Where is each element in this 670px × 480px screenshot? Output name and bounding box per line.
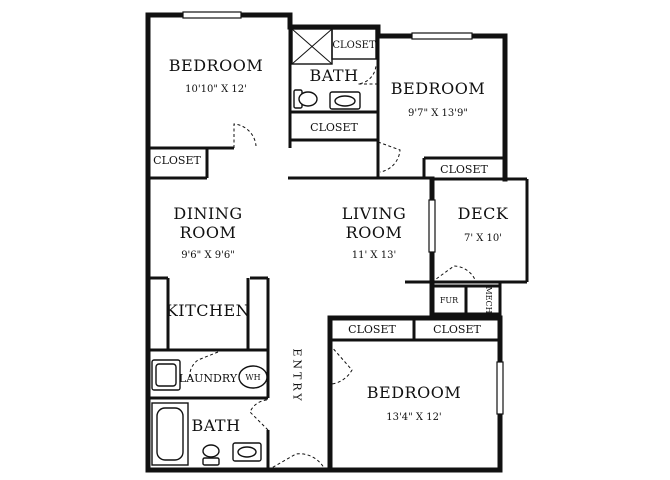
deck-dim: 7' X 10' bbox=[464, 233, 502, 244]
door-swings bbox=[189, 63, 477, 471]
window-bottom-bedroom bbox=[496, 361, 504, 415]
bath-bottom-name: BATH bbox=[191, 416, 240, 435]
window-top-right bbox=[411, 32, 473, 40]
door-swing-bath-top bbox=[357, 63, 378, 85]
living-dim: 11' X 13' bbox=[352, 250, 396, 261]
door-swing-bedroom-bottom bbox=[329, 344, 353, 385]
sink-top bbox=[329, 91, 361, 110]
closet-label-bottom-left: CLOSET bbox=[348, 323, 396, 336]
living-name-line1: LIVING bbox=[342, 204, 407, 223]
entry-label: ENTRY bbox=[291, 348, 304, 403]
toilet-top bbox=[293, 89, 318, 109]
windows bbox=[182, 11, 504, 415]
mech-label: MECH bbox=[484, 286, 493, 313]
bath-top-name: BATH bbox=[309, 66, 358, 85]
living-name-line2: ROOM bbox=[346, 223, 403, 242]
door-swing-bedroom-tr bbox=[377, 141, 401, 173]
door-swing-deck bbox=[431, 265, 477, 283]
water-heater-label: WH bbox=[245, 373, 260, 382]
closet-label-left: CLOSET bbox=[153, 154, 201, 167]
door-swing-entry bbox=[267, 453, 325, 471]
dining-name-line1: DINING bbox=[173, 204, 242, 223]
sink-bottom bbox=[232, 442, 262, 462]
closet-label-right-bedroom: CLOSET bbox=[440, 163, 488, 176]
window-living bbox=[428, 199, 436, 253]
bedroom-bottom-dim: 13'4" X 12' bbox=[386, 412, 441, 423]
laundry-name: LAUNDRY bbox=[179, 372, 238, 385]
door-swing-bedroom-tl bbox=[233, 123, 257, 148]
bedroom-top-right-dim: 9'7" X 13'9" bbox=[408, 108, 468, 119]
furnace-label: FUR bbox=[440, 296, 459, 305]
deck-name: DECK bbox=[458, 204, 509, 223]
shower-fixture bbox=[291, 28, 333, 65]
closet-label-hall: CLOSET bbox=[310, 121, 358, 134]
kitchen-name: KITCHEN bbox=[166, 301, 250, 320]
interior-walls bbox=[148, 15, 529, 470]
toilet-bottom bbox=[202, 444, 220, 466]
bathtub bbox=[151, 402, 189, 466]
bedroom-bottom-name: BEDROOM bbox=[367, 383, 461, 402]
bedroom-top-right-name: BEDROOM bbox=[391, 79, 485, 98]
bedroom-top-left-dim: 10'10" X 12' bbox=[185, 84, 247, 95]
bedroom-top-left-name: BEDROOM bbox=[169, 56, 263, 75]
water-heater bbox=[238, 365, 268, 389]
dining-name-line2: ROOM bbox=[180, 223, 237, 242]
closet-label-top-bath: CLOSET bbox=[332, 40, 376, 51]
window-top-left bbox=[182, 11, 242, 19]
closet-box-top-bath bbox=[331, 28, 377, 60]
closet-label-bottom-right: CLOSET bbox=[433, 323, 481, 336]
washer-dryer bbox=[151, 359, 181, 391]
door-swing-bath-bottom bbox=[249, 399, 269, 431]
dining-dim: 9'6" X 9'6" bbox=[181, 250, 235, 261]
